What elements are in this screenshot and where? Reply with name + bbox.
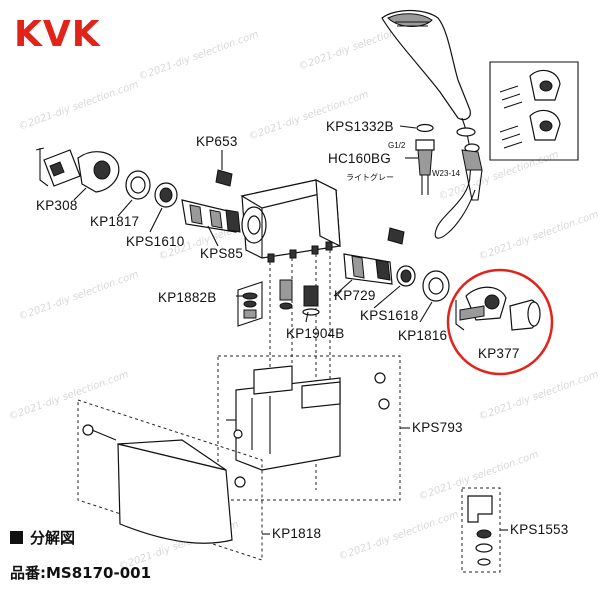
legend-square-icon (10, 531, 23, 544)
watermark: ©2021-diy selection.com (477, 209, 600, 263)
label-kps85: KPS85 (200, 246, 243, 261)
shower-head-hose (381, 9, 483, 239)
kvk-logo: KVK (14, 14, 101, 55)
part-kp1904b (279, 279, 320, 316)
label-light-gray: ライトグレー (346, 172, 394, 182)
ring-kp1817 (125, 170, 178, 208)
watermark: ©2021-diy selection.com (17, 79, 140, 133)
watermark: ©2021-diy selection.com (477, 369, 600, 423)
label-kp1818: KP1818 (272, 526, 321, 541)
plate-kps793 (217, 355, 401, 501)
part-kps1553 (461, 487, 501, 573)
part-kp1882b (237, 281, 263, 327)
leader-lines (73, 187, 508, 535)
watermark: ©2021-diy selection.com (17, 269, 140, 323)
highlight-circle (446, 268, 554, 376)
faucet-body (240, 178, 405, 263)
handle-kp308 (35, 147, 120, 193)
label-kps1332b: KPS1332B (326, 119, 394, 134)
label-kps1610: KPS1610 (126, 234, 184, 249)
label-w2314: W23-14 (432, 169, 461, 178)
cartridge-kp729 (343, 253, 393, 285)
label-g12: G1/2 (388, 141, 406, 150)
label-kp1904b: KP1904B (286, 326, 344, 341)
label-kp653: KP653 (196, 134, 238, 149)
part-kp653 (215, 150, 233, 187)
watermark: ©2021-diy selection.com (417, 449, 540, 503)
section-title: 分解図 (30, 529, 75, 547)
label-kp1816: KP1816 (398, 328, 447, 343)
watermark: ©2021-diy selection.com (247, 89, 370, 143)
part-kp377 (446, 268, 554, 376)
cartridge-kps85 (181, 199, 241, 233)
label-kp1817: KP1817 (90, 214, 139, 229)
label-kps1553: KPS1553 (510, 522, 568, 537)
model-number: 品番:MS8170-001 (10, 564, 151, 582)
label-kp729: KP729 (334, 288, 376, 303)
legend: 分解図 品番:MS8170-001 (10, 529, 151, 582)
label-kp1882b: KP1882B (158, 290, 216, 305)
label-kps793: KPS793 (412, 420, 463, 435)
label-kp308: KP308 (36, 198, 78, 213)
label-kps1618: KPS1618 (360, 308, 418, 323)
hose-connector-parts (399, 123, 435, 195)
watermark: ©2021-diy selection.com (137, 29, 260, 83)
label-hc160bg: HC160BG (328, 151, 391, 166)
cover-kp1818 (77, 399, 263, 561)
ring-kps1618 (396, 265, 416, 287)
holder-inset (489, 61, 579, 161)
ring-kp1816 (422, 270, 450, 302)
watermark: ©2021-diy selection.com (337, 509, 460, 563)
watermark: ©2021-diy selection.com (7, 369, 130, 423)
label-kp377: KP377 (478, 346, 520, 361)
